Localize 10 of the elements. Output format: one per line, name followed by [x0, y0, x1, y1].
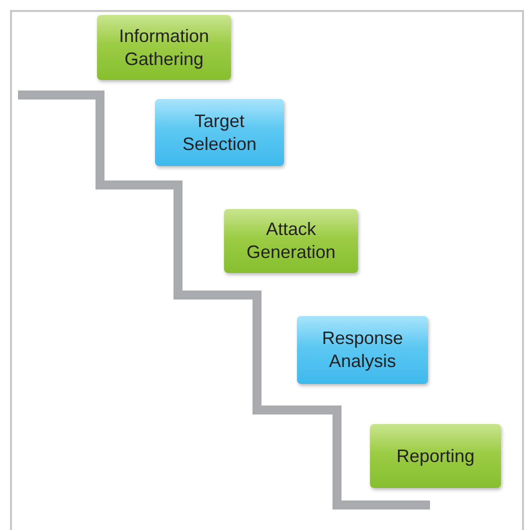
step-label: Response Analysis — [320, 327, 404, 373]
step-label: Information Gathering — [118, 24, 210, 70]
step-box — [155, 99, 284, 166]
step-box — [297, 316, 428, 384]
step-box — [97, 15, 231, 80]
step-box — [224, 209, 358, 273]
step-box — [370, 424, 501, 488]
step-label: Attack Generation — [245, 218, 337, 264]
step-label: Reporting — [396, 444, 475, 468]
step-label: Target Selection — [181, 110, 258, 156]
